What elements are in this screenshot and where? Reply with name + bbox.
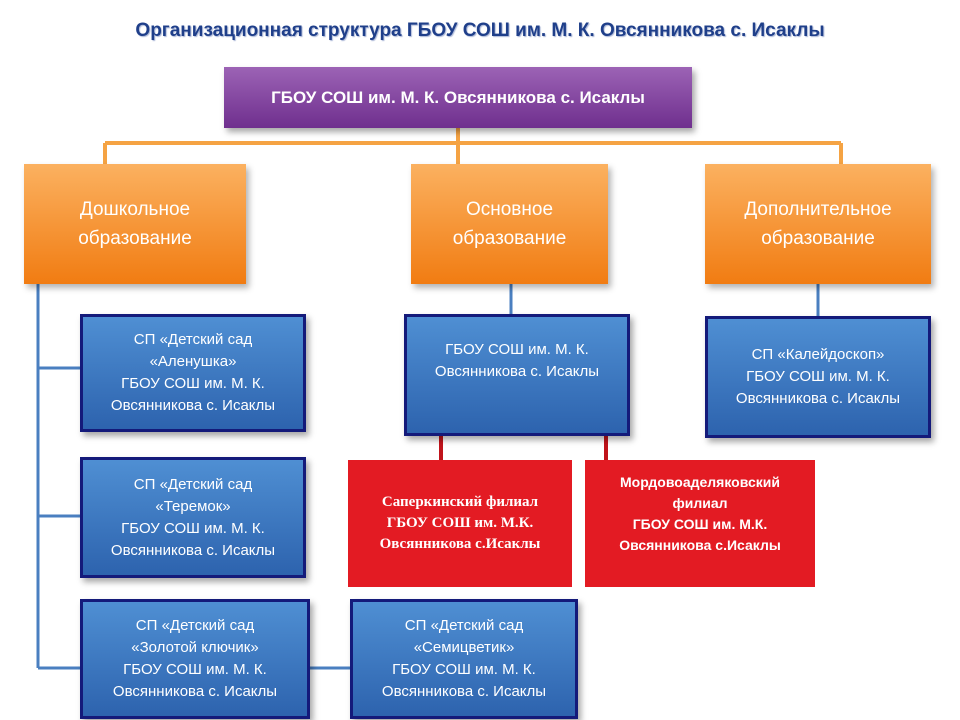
branch-preschool-box: Дошкольное образование (24, 164, 246, 284)
filial-mordovo-box: Мордовоаделяковский филиал ГБОУ СОШ им. … (585, 460, 815, 587)
branch-basic-box: Основное образование (411, 164, 608, 284)
filial-saperkino-box: Саперкинский филиал ГБОУ СОШ им. М.К. Ов… (348, 460, 572, 587)
unit-connectors (509, 284, 820, 316)
kindergarten-alenushka-box: СП «Детский сад «Аленушка» ГБОУ СОШ им. … (80, 314, 306, 432)
root-organization-box: ГБОУ СОШ им. М. К. Овсянникова с. Исаклы (224, 67, 692, 128)
kindergarten-semitsvetik-box: СП «Детский сад «Семицветик» ГБОУ СОШ им… (350, 599, 578, 719)
root-connectors (103, 128, 843, 164)
page-title: Организационная структура ГБОУ СОШ им. М… (135, 20, 825, 41)
additional-kaleidoscope-box: СП «Калейдоскоп» ГБОУ СОШ им. М. К. Овся… (705, 316, 931, 438)
basic-school-box: ГБОУ СОШ им. М. К. Овсянникова с. Исаклы (404, 314, 630, 436)
kindergarten-zolotoy-klyuchik-box: СП «Детский сад «Золотой ключик» ГБОУ СО… (80, 599, 310, 719)
branch-additional-box: Дополнительное образование (705, 164, 931, 284)
kindergarten-teremok-box: СП «Детский сад «Теремок» ГБОУ СОШ им. М… (80, 457, 306, 578)
filial-connectors (439, 436, 608, 460)
